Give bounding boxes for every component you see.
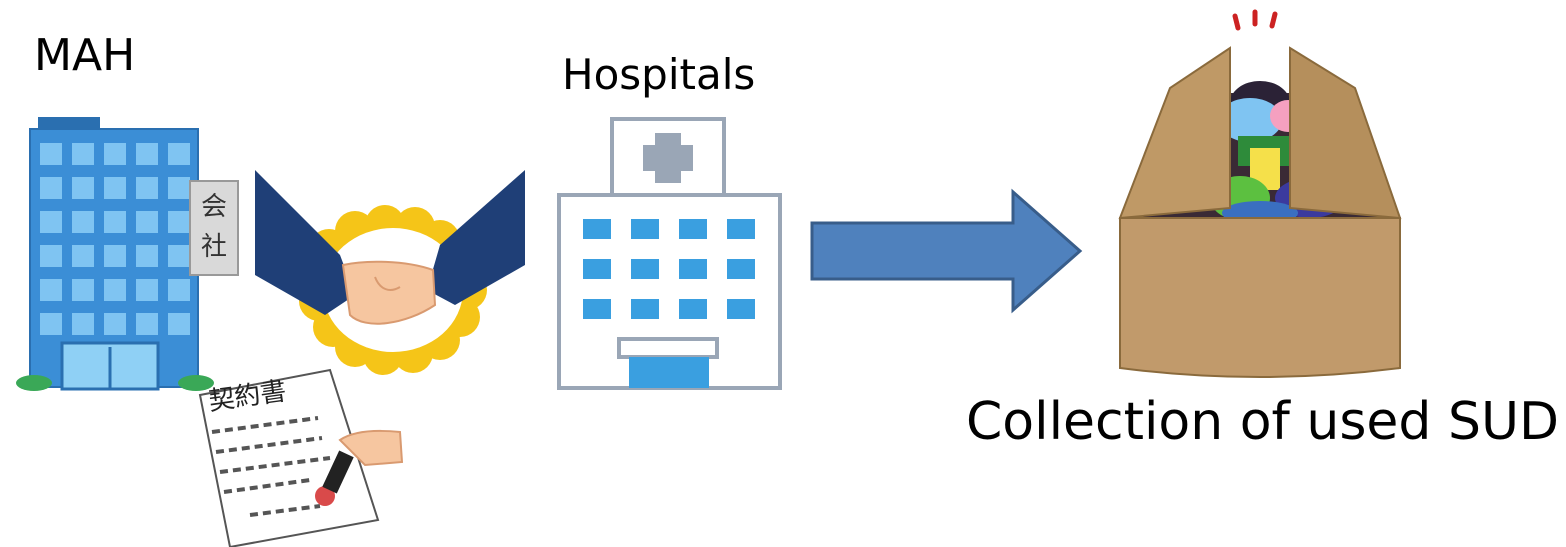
office-building-icon: 会 社 [16,117,239,391]
hospital-building-icon [557,117,782,390]
svg-text:会: 会 [201,192,227,222]
collection-label: Collection of used SUD [966,392,1560,452]
right-arrow-icon [810,188,1083,314]
handshake-icon [255,170,525,375]
hospitals-label: Hospitals [562,50,756,99]
contract-document-icon: 契約書 [198,368,404,547]
svg-text:社: 社 [201,232,227,262]
cardboard-box-icon [1118,9,1402,378]
mah-label: MAH [34,30,136,81]
